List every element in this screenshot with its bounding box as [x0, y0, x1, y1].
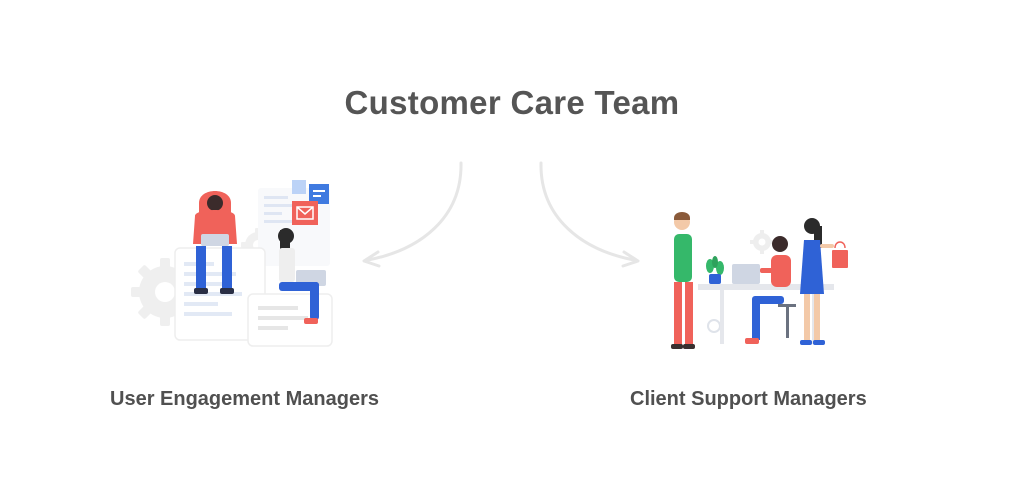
diagram-title: Customer Care Team — [344, 84, 680, 121]
arrowhead-right — [621, 250, 640, 268]
chat-icon — [309, 184, 329, 204]
mail-icon — [292, 201, 318, 225]
code-lines — [264, 196, 304, 223]
person-woman — [278, 228, 326, 324]
branch-label-client-support: Client Support Managers — [630, 388, 867, 410]
user-engagement-illustration — [131, 180, 333, 347]
laptop — [732, 264, 760, 284]
person-hoodie — [193, 191, 237, 294]
shopping-bag-icon — [832, 250, 848, 268]
person-man — [671, 212, 695, 349]
plant-icon — [706, 256, 724, 284]
connector-left — [366, 161, 463, 262]
connector-right — [539, 161, 636, 262]
gear-icon — [707, 319, 721, 333]
square-icon — [292, 180, 306, 194]
arrowhead-left — [362, 250, 381, 268]
gear-icon — [750, 230, 774, 254]
client-support-illustration — [671, 212, 848, 349]
branch-label-user-engagement: User Engagement Managers — [110, 388, 379, 410]
person-support — [745, 236, 796, 344]
person-woman-bag — [800, 218, 848, 345]
